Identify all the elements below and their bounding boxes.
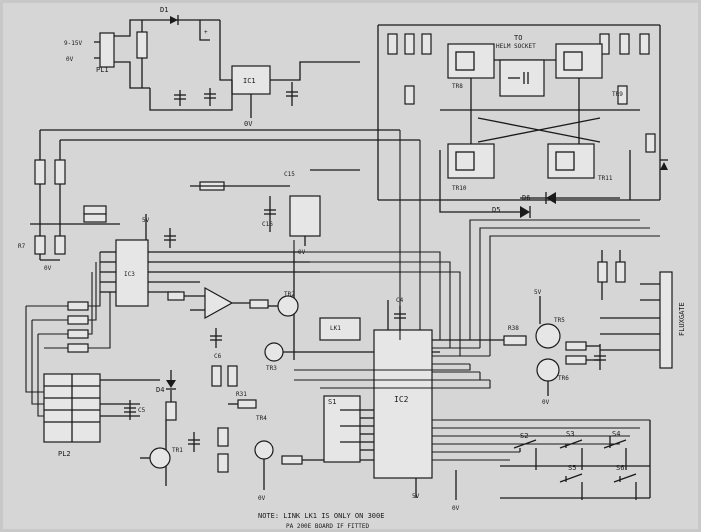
helm-socket-title: TO xyxy=(514,34,522,42)
ic4-chip xyxy=(289,195,321,237)
s1-label: S1 xyxy=(328,398,336,406)
note-line-1: NOTE: LINK LK1 IS ONLY ON 300E xyxy=(258,512,384,520)
bridge-transistor-tr11 xyxy=(547,143,595,179)
svg-text:0V: 0V xyxy=(258,495,266,502)
ic2-chip xyxy=(373,329,433,479)
pl2-block: PL2 C5 xyxy=(25,252,160,458)
transistor-tr3 xyxy=(264,342,284,362)
transistor-tr2 xyxy=(277,295,299,317)
svg-text:5V: 5V xyxy=(142,217,150,224)
c5-label: C5 xyxy=(138,407,146,414)
d4-label: D4 xyxy=(156,386,164,394)
d5-label: D5 xyxy=(492,206,500,214)
input-ground-label: 0V xyxy=(66,56,74,63)
power-connector-pl1 xyxy=(99,32,115,68)
bridge-transistor-tr9 xyxy=(555,43,603,79)
ic2-label: IC2 xyxy=(394,395,409,404)
power-section: 9-15V 0V PL1 D1 + IC1 0V xyxy=(64,6,360,128)
switch-s1 xyxy=(323,395,361,463)
input-voltage-label: 9-15V xyxy=(64,40,82,47)
opamp-block: TR2 C6 TR3 xyxy=(167,252,440,387)
tr1-label: TR1 xyxy=(172,447,183,454)
ic3-chip xyxy=(115,239,149,307)
svg-text:0V: 0V xyxy=(452,505,460,512)
tr2-label: TR2 xyxy=(284,291,295,298)
svg-text:0V: 0V xyxy=(44,265,52,272)
s2-label: S2 xyxy=(520,432,528,440)
ic2-block: IC2 5V 0V LK1 xyxy=(319,297,650,512)
resistor-r38 xyxy=(503,335,527,346)
tr10-label: TR10 xyxy=(452,185,467,192)
tr3-label: TR3 xyxy=(266,365,277,372)
svg-text:5V: 5V xyxy=(534,289,542,296)
tr8-label: TR8 xyxy=(452,83,463,90)
svg-text:0V: 0V xyxy=(542,399,550,406)
diode-d6 xyxy=(546,192,556,204)
transistor-tr5 xyxy=(535,323,561,349)
lk1-label: LK1 xyxy=(330,325,341,332)
pl1-label: PL1 xyxy=(96,66,109,74)
s6-label: S6 xyxy=(616,464,624,472)
tr9-label: TR9 xyxy=(612,91,623,98)
c16-label: C16 xyxy=(262,221,273,228)
s5-label: S5 xyxy=(568,464,576,472)
switch-array: S2 S3 S4 S5 S6 xyxy=(500,420,651,500)
diode-protection xyxy=(660,162,668,170)
transistor-tr1 xyxy=(149,447,171,469)
c6-label: C6 xyxy=(214,353,222,360)
board-note: NOTE: LINK LK1 IS ONLY ON 300E PA 200E B… xyxy=(258,512,384,530)
helm-bridge: TR8 TR9 TR10 TR11 TO HELM SOCKET D5 D6 xyxy=(377,24,668,218)
tr11-label: TR11 xyxy=(598,175,613,182)
note-line-2: PA 200E BOARD IF FITTED xyxy=(286,523,369,530)
diode-d1 xyxy=(170,16,178,24)
tr6-label: TR6 xyxy=(558,375,569,382)
r31-label: R31 xyxy=(236,391,247,398)
ic2-left-pins xyxy=(360,409,374,451)
power-ground-label: 0V xyxy=(244,120,253,128)
opamp xyxy=(204,286,234,320)
switch-s6: S6 xyxy=(613,464,637,500)
fluxgate-label: FLUXGATE xyxy=(678,302,686,336)
bridge-transistor-tr8 xyxy=(447,43,495,79)
transistor-tr4 xyxy=(254,440,274,460)
led-d4 xyxy=(166,380,176,388)
ic3-label: IC3 xyxy=(124,271,135,278)
ic1-label: IC1 xyxy=(243,77,256,85)
left-dividers: R7 0V xyxy=(18,129,420,272)
s3-label: S3 xyxy=(566,430,574,438)
ic3-block: IC3 5V xyxy=(100,214,320,307)
bridge-transistor-tr10 xyxy=(447,143,495,179)
diode-d5 xyxy=(520,206,530,218)
s4-label: S4 xyxy=(612,430,620,438)
switch-s5: S5 xyxy=(559,464,583,500)
r38-label: R38 xyxy=(508,325,519,332)
helm-socket-subtitle: HELM SOCKET xyxy=(496,43,536,50)
pl2-label: PL2 xyxy=(58,450,71,458)
lk1-link xyxy=(319,317,361,341)
fluxgate-connector xyxy=(659,271,673,369)
tr4-label: TR4 xyxy=(256,415,267,422)
d6-label: D6 xyxy=(522,194,530,202)
d1-label: D1 xyxy=(160,6,168,14)
svg-text:+: + xyxy=(204,29,208,36)
svg-text:5V: 5V xyxy=(412,493,420,500)
helm-socket xyxy=(499,59,545,97)
tr5-label: TR5 xyxy=(554,317,565,324)
data-buses xyxy=(293,130,660,389)
fluxgate-block: FLUXGATE TR5 TR6 R38 0V 5V xyxy=(432,250,686,406)
c15-label: C15 xyxy=(284,171,295,178)
svg-text:R7: R7 xyxy=(18,243,26,250)
transistor-tr6 xyxy=(536,358,560,382)
